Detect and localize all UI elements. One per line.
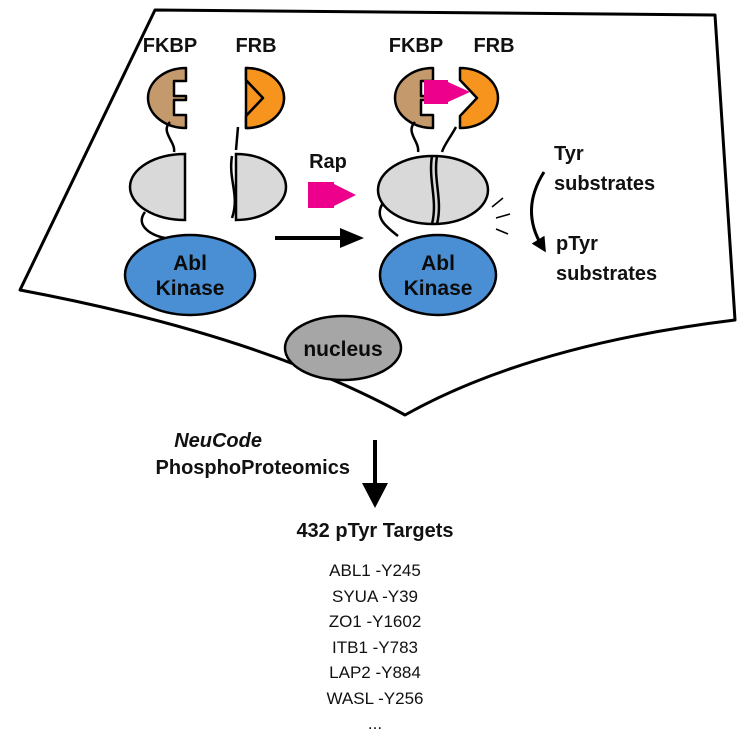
target-item: LAP2 -Y884 bbox=[329, 663, 421, 682]
kinase-left-line2: Kinase bbox=[156, 277, 225, 300]
left-complex: Abl Kinase FKBP FRB bbox=[123, 35, 288, 317]
abl-kinase-right bbox=[378, 233, 498, 317]
frb-domain-right bbox=[458, 66, 500, 130]
frb-label-right: FRB bbox=[473, 35, 514, 57]
down-arrow-icon bbox=[362, 440, 388, 508]
target-item: ABL1 -Y245 bbox=[329, 561, 421, 580]
kinase-right-line1: Abl bbox=[421, 252, 455, 275]
target-item: ITB1 -Y783 bbox=[332, 637, 418, 657]
regulatory-domain-left-b bbox=[234, 152, 288, 222]
fkbp-domain-left bbox=[146, 66, 188, 130]
regulatory-domain-left-a bbox=[128, 152, 187, 222]
rapamycin-bound-icon bbox=[424, 80, 470, 104]
nucleus bbox=[283, 314, 403, 382]
target-ellipsis: ... bbox=[367, 714, 383, 733]
curved-arrow-icon bbox=[530, 171, 546, 253]
ptyr-label-line2: substrates bbox=[556, 263, 657, 285]
kinase-right-line2: Kinase bbox=[404, 277, 473, 300]
rap-label: Rap bbox=[309, 151, 347, 173]
tyr-label-line1: Tyr bbox=[554, 143, 584, 165]
tyr-label-line2: substrates bbox=[554, 173, 655, 195]
nucleus-label: nucleus bbox=[303, 338, 382, 361]
black-arrow-icon bbox=[275, 228, 364, 248]
target-item: SYUA -Y39 bbox=[332, 586, 418, 606]
frb-label-left: FRB bbox=[235, 35, 276, 57]
ptyr-label-line1: pTyr bbox=[556, 233, 598, 255]
kinase-left-line1: Abl bbox=[173, 252, 207, 275]
activity-lines-icon bbox=[491, 197, 511, 235]
target-item: ZO1 -Y1602 bbox=[328, 612, 422, 631]
fkbp-label-left: FKBP bbox=[143, 35, 197, 57]
magenta-arrow-icon bbox=[308, 182, 356, 208]
right-complex: Abl Kinase FKBP FRB bbox=[376, 35, 515, 317]
target-item: WASL -Y256 bbox=[326, 688, 424, 708]
fkbp-domain-right bbox=[393, 66, 435, 130]
abl-kinase-left bbox=[123, 233, 257, 317]
method-line2: PhosphoProteomics bbox=[156, 457, 350, 479]
method-line1: NeuCode bbox=[174, 430, 262, 452]
targets-title: 432 pTyr Targets bbox=[296, 520, 454, 542]
fkbp-label-right: FKBP bbox=[389, 35, 443, 57]
